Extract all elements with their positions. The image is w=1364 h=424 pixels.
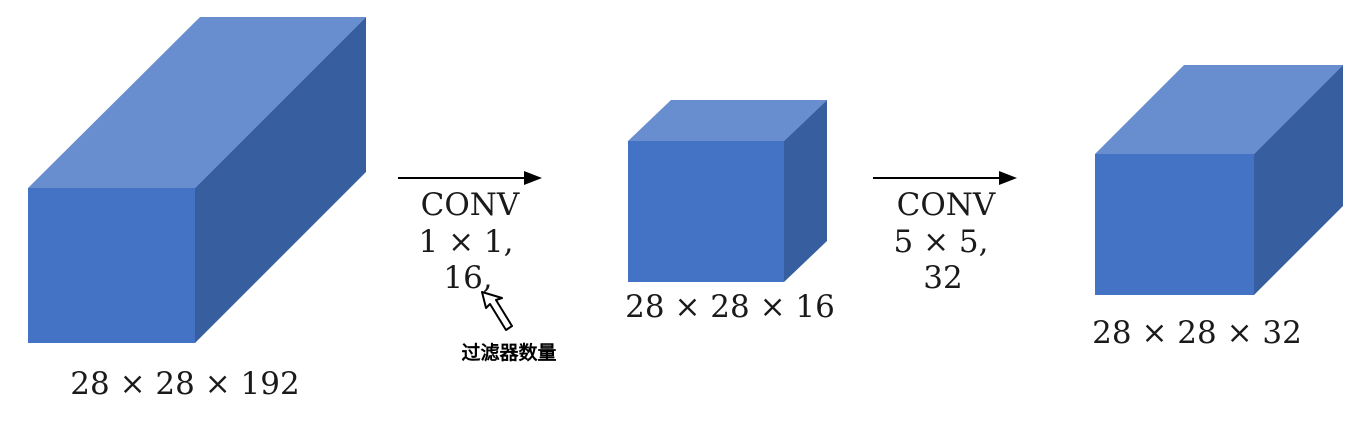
conv1-filters: 16, xyxy=(443,260,492,296)
conv2-label: CONV xyxy=(897,187,996,223)
volume-middle-label: 28 × 28 × 16 xyxy=(625,289,835,325)
conv2-kernel: 5 × 5, xyxy=(894,224,989,260)
volume-input-side xyxy=(195,17,366,343)
conv2-filters: 32 xyxy=(923,260,962,296)
conv1-label: CONV xyxy=(421,187,520,223)
volume-input-front xyxy=(28,188,195,343)
volume-input-label: 28 × 28 × 192 xyxy=(70,366,299,402)
volume-output-front xyxy=(1095,154,1254,295)
conv1-kernel: 1 × 1, xyxy=(419,224,514,260)
arrow-conv2 xyxy=(873,171,1017,185)
cursor-arrow-icon xyxy=(481,291,513,331)
arrow-conv1 xyxy=(398,171,542,185)
volume-middle-side xyxy=(784,100,827,282)
volume-input-top xyxy=(28,17,366,188)
filter-count-annotation: 过滤器数量 xyxy=(461,341,556,364)
volume-middle xyxy=(628,100,827,282)
volume-output-label: 28 × 28 × 32 xyxy=(1092,315,1302,351)
volume-output-side xyxy=(1254,65,1343,295)
volume-middle-top xyxy=(628,100,827,141)
volume-input xyxy=(28,17,366,343)
volume-output xyxy=(1095,65,1343,295)
volume-middle-front xyxy=(628,141,784,282)
volume-output-top xyxy=(1095,65,1343,154)
